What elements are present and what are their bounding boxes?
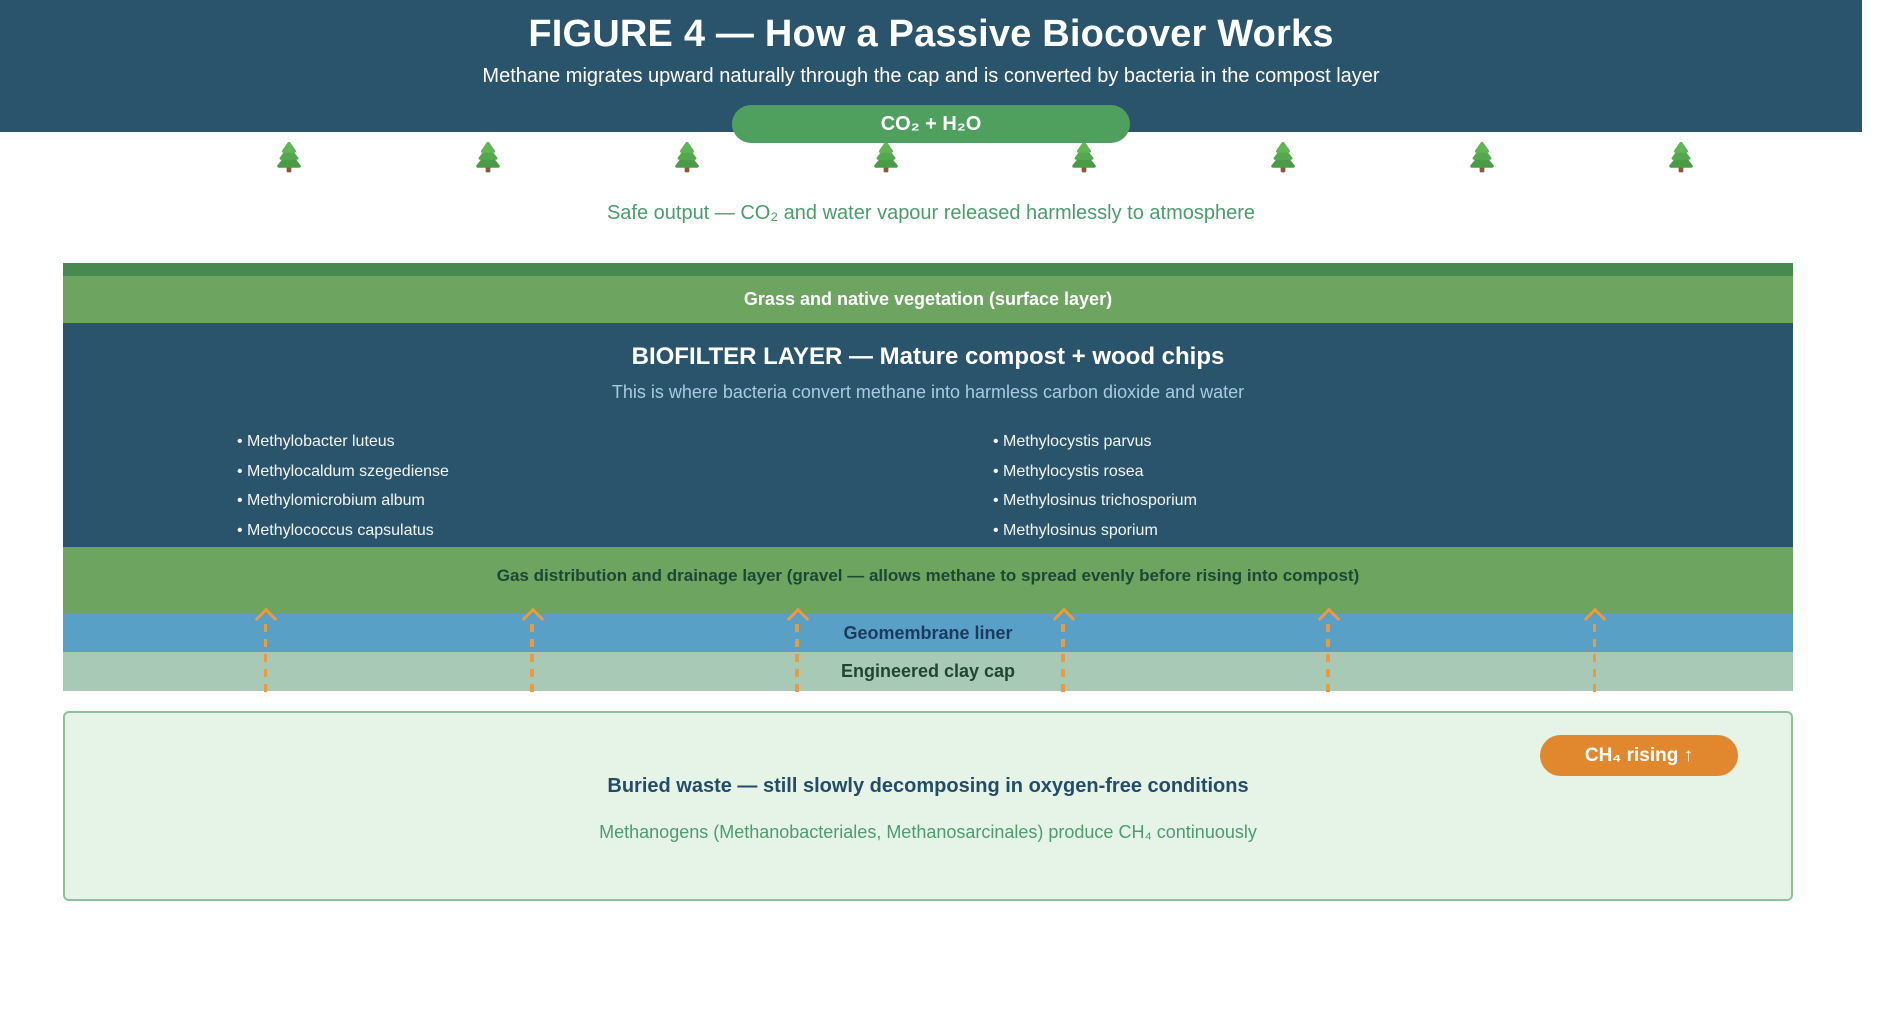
bacteria-item: Methylocystis rosea — [993, 457, 1793, 487]
safe-output-caption: Safe output — CO₂ and water vapour relea… — [606, 202, 1256, 224]
ch4-rising-badge: CH₄ rising ↑ — [1540, 735, 1738, 776]
bacteria-list-left: Methylobacter luteusMethylocaldum szeged… — [63, 427, 928, 545]
biofilter-subtitle: This is where bacteria convert methane i… — [611, 382, 1245, 402]
layer-grass-vegetation: Grass and native vegetation (surface lay… — [63, 276, 1793, 323]
bacteria-item: Methylosinus sporium — [993, 516, 1793, 546]
layer-gas-distribution: Gas distribution and drainage layer (gra… — [63, 547, 1793, 614]
figure-canvas: FIGURE 4 — How a Passive Biocover Works … — [0, 0, 1862, 901]
methanogens-caption: Methanogens (Methanobacteriales, Methano… — [599, 822, 1257, 842]
evergreen-tree-icon — [1268, 141, 1298, 174]
layer-topsoil-strip — [63, 263, 1793, 276]
evergreen-tree-icon — [1467, 141, 1497, 174]
figure-header: FIGURE 4 — How a Passive Biocover Works … — [0, 0, 1862, 143]
layer-engineered-clay-cap: Engineered clay cap — [63, 652, 1793, 691]
evergreen-tree-icon — [871, 141, 901, 174]
bacteria-columns: Methylobacter luteusMethylocaldum szeged… — [63, 427, 1793, 545]
biofilter-title: BIOFILTER LAYER — Mature compost + wood … — [631, 343, 1225, 370]
bacteria-item: Methylococcus capsulatus — [237, 516, 928, 546]
bacteria-item: Methylocaldum szegediense — [237, 457, 928, 487]
trees-row — [190, 141, 1780, 174]
evergreen-tree-icon — [1069, 141, 1099, 174]
bacteria-item: Methylomicrobium album — [237, 486, 928, 516]
bacteria-list-right: Methylocystis parvusMethylocystis roseaM… — [928, 427, 1793, 545]
buried-waste-title: Buried waste — still slowly decomposing … — [607, 775, 1249, 797]
biocover-layer-stack: Grass and native vegetation (surface lay… — [63, 263, 1793, 695]
evergreen-tree-icon — [1666, 141, 1696, 174]
layer-geomembrane-liner: Geomembrane liner — [63, 614, 1793, 652]
bacteria-item: Methylocystis parvus — [993, 427, 1793, 457]
figure-title: FIGURE 4 — How a Passive Biocover Works — [528, 13, 1334, 55]
evergreen-tree-icon — [473, 141, 503, 174]
bacteria-item: Methylosinus trichosporium — [993, 486, 1793, 516]
buried-waste-box: CH₄ rising ↑ Buried waste — still slowly… — [63, 711, 1793, 901]
co2-output-pill: CO₂ + H₂O — [732, 105, 1130, 143]
evergreen-tree-icon — [274, 141, 304, 174]
figure-subtitle: Methane migrates upward naturally throug… — [482, 65, 1380, 87]
evergreen-tree-icon — [672, 141, 702, 174]
layer-biofilter: BIOFILTER LAYER — Mature compost + wood … — [63, 323, 1793, 547]
bacteria-item: Methylobacter luteus — [237, 427, 928, 457]
